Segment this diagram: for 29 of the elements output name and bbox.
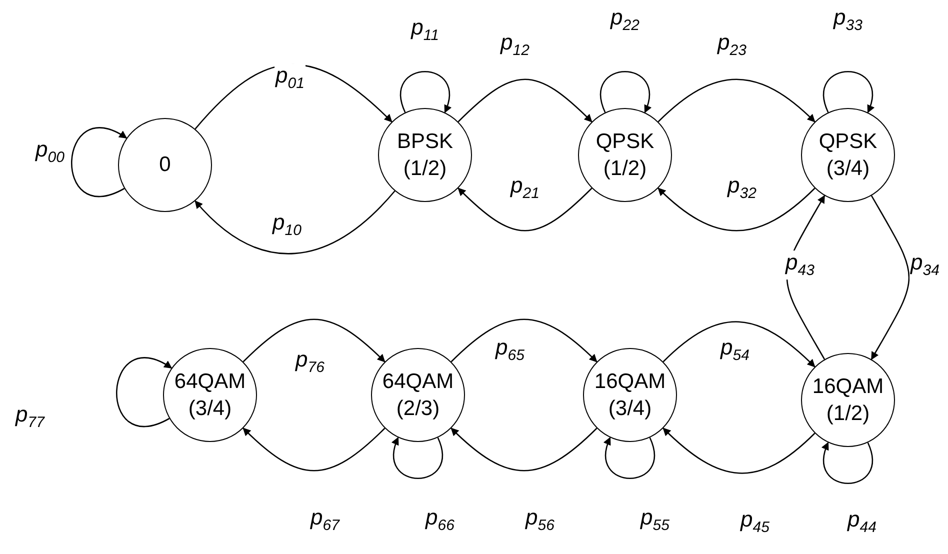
transition-arrow xyxy=(392,436,443,479)
state-label: 16QAM (1/2) xyxy=(811,374,885,427)
transition-arrow xyxy=(600,71,651,114)
transition-arrow xyxy=(242,318,386,362)
transition-arrow xyxy=(400,71,451,114)
transition-arrow xyxy=(662,321,816,368)
transition-arrow xyxy=(458,188,592,232)
transition-arrow xyxy=(450,428,598,472)
state-label: 16QAM (3/4) xyxy=(593,368,667,422)
state-label: QPSK (3/4) xyxy=(818,128,878,182)
state-label: BPSK (1/2) xyxy=(396,128,454,182)
state-label: QPSK (1/2) xyxy=(594,128,656,182)
transition-arrow xyxy=(662,428,816,474)
state-label: 64QAM (2/3) xyxy=(381,368,455,422)
transition-arrow xyxy=(604,436,655,479)
transition-arrow xyxy=(71,127,128,197)
transition-arrow xyxy=(870,195,910,360)
transition-arrow xyxy=(116,357,172,427)
state-label: 0 xyxy=(158,152,172,178)
transition-arrow xyxy=(823,71,874,114)
transition-arrow xyxy=(822,442,873,484)
transition-arrow xyxy=(658,188,816,232)
transition-arrow xyxy=(242,428,386,472)
transition-arrow xyxy=(458,78,592,122)
edge-label: p$_{43}$ xyxy=(784,250,816,280)
state-label: 64QAM (3/4) xyxy=(173,368,247,422)
transition-arrow xyxy=(658,78,816,122)
transition-arrow xyxy=(450,318,598,362)
transition-arrow xyxy=(194,190,396,254)
